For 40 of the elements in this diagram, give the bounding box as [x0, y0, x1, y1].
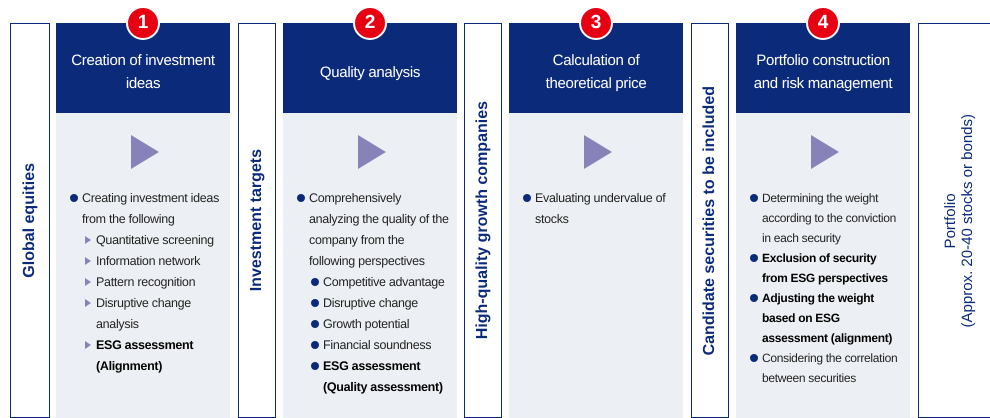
bullet-item: Determining the weight according to the conviction in each security	[750, 188, 902, 248]
step-number: 1	[126, 6, 160, 40]
stage-band	[918, 23, 990, 418]
bullet-item: Considering the correlation between securities	[750, 348, 902, 388]
step-panel	[56, 113, 230, 418]
step-title: Quality analysis	[320, 62, 420, 82]
band-label: Candidate securities to be included	[701, 86, 719, 356]
band-label: (Approx. 20-40 stocks or bonds)	[958, 114, 976, 328]
stage-band	[10, 23, 50, 418]
step-title: Calculation of theoretical price	[544, 51, 648, 94]
band-label: Portfolio	[942, 192, 958, 250]
step-number: 2	[353, 6, 387, 40]
sub-bullet-item: Disruptive change analysis	[84, 293, 222, 335]
band-label: Global equities	[21, 163, 39, 278]
step-panel	[736, 113, 910, 418]
step-title: Creation of investment ideas	[70, 51, 216, 94]
bullet-item: Creating investment ideas from the following	[70, 188, 222, 230]
sub-bullet-item: ESG assessment (Quality assessment)	[311, 356, 449, 398]
sub-bullet-item: Pattern recognition	[84, 272, 222, 293]
sub-bullet-item: Disruptive change	[311, 293, 449, 314]
step-panel	[509, 113, 683, 418]
stage-band	[691, 23, 729, 418]
bullet-item: Adjusting the weight based on ESG assessment (alignment)	[750, 288, 902, 348]
step-number: 3	[579, 6, 613, 40]
bullet-item: Comprehensively analyzing the quality of the company from the following perspectives	[297, 188, 449, 272]
band-label: Investment targets	[248, 149, 266, 292]
stage-band	[464, 23, 502, 418]
sub-bullet-item: Financial soundness	[311, 335, 449, 356]
sub-bullet-item: ESG assessment (Alignment)	[84, 335, 222, 377]
bullet-item: Exclusion of security from ESG perspectives	[750, 248, 902, 288]
bullet-item: Evaluating undervalue of stocks	[523, 188, 675, 230]
band-label: High-quality growth companies	[474, 101, 492, 340]
sub-bullet-item: Information network	[84, 251, 222, 272]
step-title: Portfolio construction and risk management	[752, 51, 894, 94]
step-number: 4	[806, 6, 840, 40]
sub-bullet-item: Growth potential	[311, 314, 449, 335]
stage-band	[238, 23, 276, 418]
step-panel	[283, 113, 457, 418]
sub-bullet-item: Quantitative screening	[84, 230, 222, 251]
sub-bullet-item: Competitive advantage	[311, 272, 449, 293]
